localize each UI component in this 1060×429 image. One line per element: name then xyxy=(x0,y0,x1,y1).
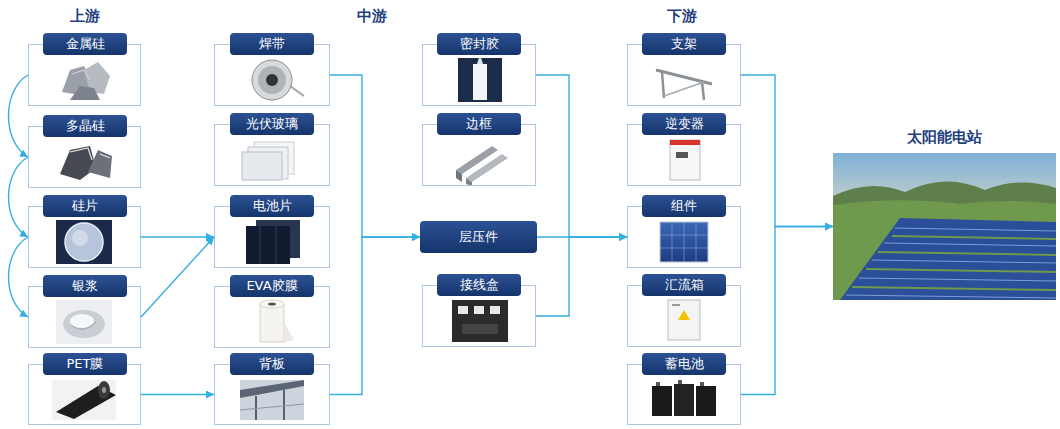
tab-label: EVA胶膜 xyxy=(230,275,314,297)
flow-arrow xyxy=(141,236,214,237)
wafer-icon xyxy=(56,220,112,264)
component-box: 接线盒 xyxy=(422,285,536,347)
tab-label: 组件 xyxy=(642,195,726,217)
battery-icon xyxy=(652,380,716,416)
flow-arrow xyxy=(741,75,833,227)
component-box: 银浆 xyxy=(28,286,141,348)
tab-label: 逆变器 xyxy=(642,113,726,135)
tab-label: PET膜 xyxy=(43,353,127,375)
tab-label: 汇流箱 xyxy=(642,274,726,296)
pet-film-icon xyxy=(52,380,116,420)
process-box: 层压件 xyxy=(420,221,537,253)
component-box: 金属硅 xyxy=(28,44,141,106)
tab-label: 焊带 xyxy=(230,33,314,55)
component-box: 汇流箱 xyxy=(627,285,741,347)
component-box: 焊带 xyxy=(214,44,330,106)
tab-label: 电池片 xyxy=(230,195,314,217)
flow-arrow xyxy=(9,75,29,157)
backsheet-icon xyxy=(240,380,304,420)
component-box: 密封胶 xyxy=(422,44,536,106)
junction-box-icon xyxy=(452,300,508,342)
component-box: 蓄电池 xyxy=(627,364,741,425)
tab-label: 边框 xyxy=(437,113,521,135)
component-box: 逆变器 xyxy=(627,124,741,186)
component-box: 多晶硅 xyxy=(28,126,141,188)
stage-heading: 下游 xyxy=(667,7,697,26)
stage-heading: 上游 xyxy=(70,7,100,26)
flow-arrow xyxy=(741,227,833,395)
tab-label: 光伏玻璃 xyxy=(230,113,314,135)
solar-plant-photo xyxy=(833,153,1056,300)
flow-arrow xyxy=(536,75,627,237)
component-box: 边框 xyxy=(422,124,536,186)
metal-silicon-icon xyxy=(62,62,110,100)
tab-label: 多晶硅 xyxy=(43,115,127,137)
component-box: 背板 xyxy=(214,364,330,425)
tab-label: 支架 xyxy=(642,33,726,55)
inverter-icon xyxy=(670,140,700,180)
heading-label: 太阳能电站 xyxy=(907,128,982,147)
tab-label: 密封胶 xyxy=(437,33,521,55)
component-box: 电池片 xyxy=(214,206,330,268)
flow-arrow xyxy=(330,75,420,237)
silver-paste-icon xyxy=(56,300,112,344)
component-box: EVA胶膜 xyxy=(214,286,330,348)
flow-arrow xyxy=(330,237,420,395)
pv-module-icon xyxy=(660,222,708,262)
mounting-bracket-icon xyxy=(656,70,712,100)
component-box: PET膜 xyxy=(28,364,141,425)
tab-label: 金属硅 xyxy=(43,33,127,55)
flow-arrow xyxy=(9,237,29,317)
tab-label: 银浆 xyxy=(43,275,127,297)
tab-label: 蓄电池 xyxy=(642,353,726,375)
component-box: 组件 xyxy=(627,206,741,268)
component-box: 支架 xyxy=(627,44,741,106)
flow-arrow xyxy=(9,157,29,237)
process-label: 层压件 xyxy=(459,228,498,246)
flow-arrow xyxy=(141,394,214,395)
frame-icon xyxy=(456,146,508,186)
tab-label: 硅片 xyxy=(43,195,127,217)
eva-film-icon xyxy=(260,300,294,342)
tab-label: 背板 xyxy=(230,353,314,375)
component-box: 光伏玻璃 xyxy=(214,124,330,186)
pv-glass-icon xyxy=(242,142,294,180)
ribbon-spool-icon xyxy=(252,60,304,100)
tab-label: 接线盒 xyxy=(437,274,521,296)
combiner-box-icon xyxy=(668,300,700,340)
flow-arrow xyxy=(141,237,214,317)
polysilicon-icon xyxy=(60,146,112,180)
solar-cell-icon xyxy=(246,220,300,264)
sealant-icon xyxy=(458,58,502,102)
flow-arrow xyxy=(536,237,627,316)
component-box: 硅片 xyxy=(28,206,141,268)
stage-heading: 中游 xyxy=(357,7,387,26)
photo-panel: 太阳能电站 xyxy=(833,153,1056,300)
